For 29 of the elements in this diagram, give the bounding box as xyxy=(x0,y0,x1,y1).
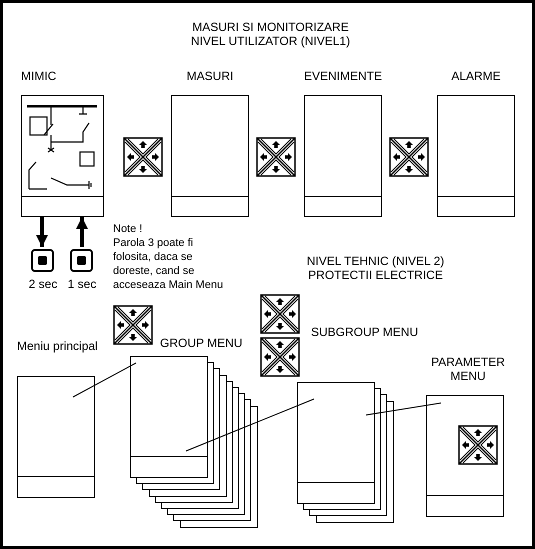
display-screen xyxy=(21,95,104,217)
screen-heading: PARAMETER MENU xyxy=(430,355,506,383)
screen-heading: ALARME xyxy=(450,69,502,83)
screen-heading: Meniu principal xyxy=(17,339,99,353)
note-text: Parola 3 poate fi folosita, daca se doreste, cand se acceseaza Main Menu xyxy=(113,236,224,292)
screen-heading: 1 sec xyxy=(66,277,98,291)
display-screen xyxy=(437,95,515,217)
display-screen xyxy=(171,95,249,217)
screen-heading: MASURI xyxy=(186,69,234,83)
display-screen xyxy=(130,356,208,478)
display-screen xyxy=(17,376,95,498)
screen-heading: SUBGROUP MENU xyxy=(311,325,420,339)
connector-line xyxy=(186,398,314,452)
display-screen xyxy=(297,382,375,504)
section-heading: NIVEL TEHNIC (NIVEL 2) PROTECTII ELECTRICE xyxy=(306,254,446,282)
screen-heading: 2 sec xyxy=(28,277,58,291)
screen-heading: GROUP MENU xyxy=(160,336,244,350)
connector-line xyxy=(366,402,442,416)
title-text: MASURI SI MONITORIZARE NIVEL UTILIZATOR (NIVEL1) xyxy=(190,20,352,48)
display-screen xyxy=(426,395,504,517)
screen-heading: EVENIMENTE xyxy=(302,69,383,83)
arrow xyxy=(76,217,88,247)
arrow xyxy=(36,217,48,247)
push-button xyxy=(31,249,54,272)
push-button xyxy=(70,249,93,272)
note-heading: Note ! xyxy=(113,222,144,236)
screen-heading: MIMIC xyxy=(21,69,58,83)
display-screen xyxy=(304,95,382,217)
connector-line xyxy=(72,362,136,398)
